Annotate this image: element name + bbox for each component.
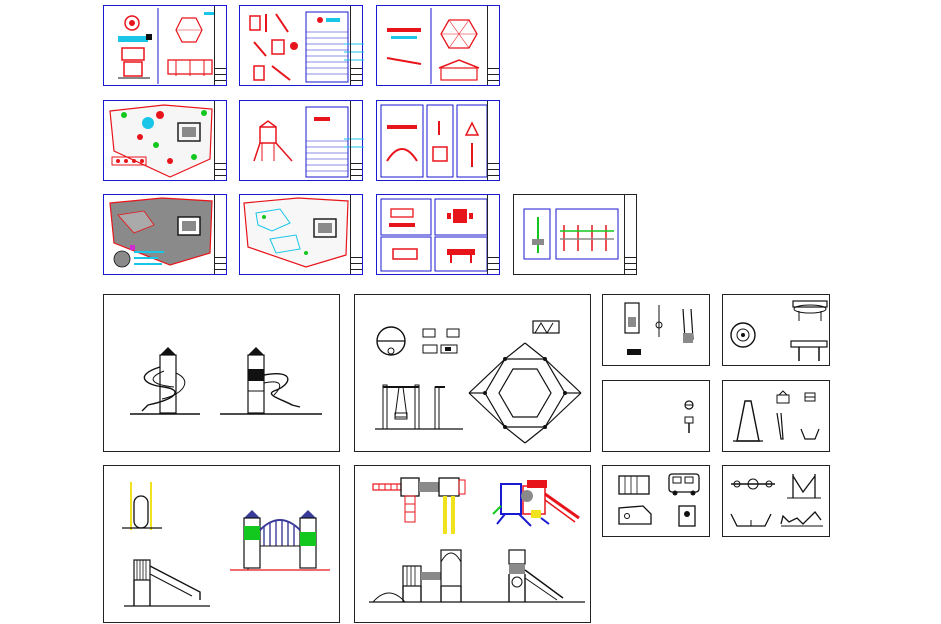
sheet-drawing [249,11,364,83]
sheet-drawing [380,198,488,272]
title-block [214,195,226,274]
seesaw-drawing [730,474,823,527]
towers-bridge-drawing [122,482,330,607]
swing-pergola-drawing [375,320,582,444]
layout-sheet-10[interactable] [513,194,637,275]
sheet-drawing [109,197,213,268]
model-panel-slides[interactable] [103,294,340,452]
layout-sheet-9[interactable] [376,194,500,275]
sheet-drawing [253,106,364,178]
fittings-drawing [684,400,694,433]
layout-sheet-6[interactable] [376,100,500,181]
layout-sheet-8[interactable] [239,194,363,275]
slide-parts-drawing [624,302,694,355]
title-block [487,6,499,85]
model-panel-towers-bridge[interactable] [103,465,340,623]
sheet-drawing [386,8,480,84]
model-panel-swings-pergola[interactable] [354,294,591,452]
title-block [350,101,362,180]
model-panel-small-items-3[interactable] [602,380,710,452]
cones-drawing [733,390,820,442]
layout-sheet-5[interactable] [239,100,364,181]
roundabout-drawing [730,300,828,361]
vehicles-drawing [618,473,700,527]
title-block [350,6,362,85]
sheet-drawing [243,197,349,268]
sheet-drawing [109,104,213,178]
title-block [487,195,499,274]
sheet-drawing [380,104,488,178]
layout-sheet-4[interactable] [103,100,227,181]
title-block [624,195,636,274]
layout-sheet-3[interactable] [376,5,500,86]
layout-sheet-2[interactable] [239,5,364,86]
title-block [214,101,226,180]
title-block [214,6,226,85]
model-panel-small-items-5[interactable] [602,465,710,537]
model-panel-small-items-4[interactable] [722,380,830,452]
sheet-drawing [523,208,619,260]
spiral-slide-drawing [130,347,322,415]
title-block [350,195,362,274]
layout-sheet-1[interactable] [103,5,227,86]
model-panel-small-items-6[interactable] [722,465,830,537]
sheet-drawing [118,8,214,84]
model-panel-small-items-1[interactable] [602,294,710,366]
layout-sheet-7[interactable] [103,194,227,275]
playhouse-drawing [369,477,585,603]
model-panel-playhouse[interactable] [354,465,591,623]
model-panel-small-items-2[interactable] [722,294,830,366]
title-block [487,101,499,180]
